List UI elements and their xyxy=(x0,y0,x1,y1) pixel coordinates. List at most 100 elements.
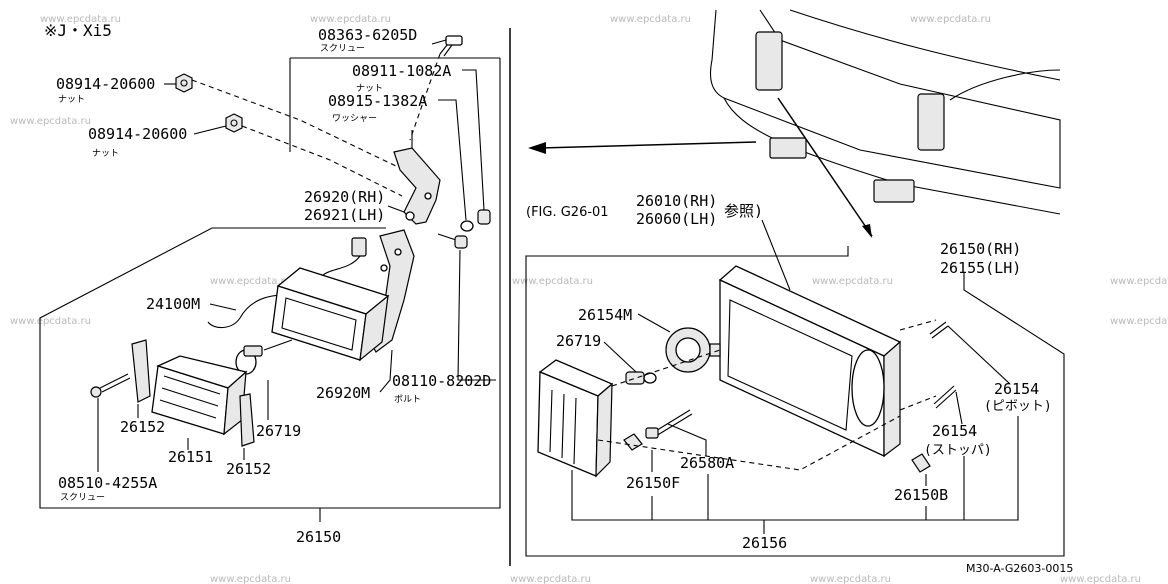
nut-right-icon xyxy=(477,209,491,225)
assembly-number: 26156 xyxy=(742,534,787,552)
bulb-small-icon xyxy=(625,371,657,385)
group-bracket xyxy=(571,416,1019,521)
assembly-path xyxy=(241,125,403,197)
assembly-path xyxy=(409,53,441,141)
bolt-icon xyxy=(437,233,468,249)
part-number: 08915-1382A xyxy=(328,92,427,110)
part-name: ワッシャー xyxy=(332,114,377,124)
part-number: 26152 xyxy=(120,418,165,436)
leader xyxy=(209,303,237,311)
fig-part-lh: 26060(LH) xyxy=(636,210,717,228)
leader xyxy=(193,125,227,135)
part-number: 08363-6205D xyxy=(318,26,417,44)
stopper-icon xyxy=(933,385,957,409)
screw-top-icon xyxy=(439,35,463,57)
headlamp-housing-icon xyxy=(718,265,902,458)
arrow-head-icon xyxy=(528,142,546,154)
part-number: 08510-4255A xyxy=(58,474,157,492)
upper-bracket-icon xyxy=(393,130,441,225)
leader xyxy=(431,39,447,45)
part-name: (ピボット) xyxy=(984,399,1052,414)
leader xyxy=(761,219,791,291)
part-number: 26719 xyxy=(256,422,301,440)
watermark: www.epcdata.ru xyxy=(10,316,91,327)
leader xyxy=(457,249,496,381)
watermark: www.epcdata.ru xyxy=(510,574,591,584)
part-name: (ストッパ) xyxy=(924,443,992,458)
part-number: 26580A xyxy=(680,454,734,472)
watermark: www.epcdata.ru xyxy=(310,14,391,25)
clip-b-icon xyxy=(911,453,931,473)
part-number: 26920(RH) xyxy=(304,188,385,206)
watermark: www.epcdata.ru xyxy=(210,276,291,287)
adjust-screw-icon xyxy=(645,409,693,439)
left-fog-lamp-assembly: 08363-6205D スクリュー 08914-20600 ナット 08914-… xyxy=(39,26,501,546)
variant-note: ※J・Xi5 xyxy=(44,21,112,40)
nut-upper-left-icon xyxy=(175,73,193,93)
fig-see-label: 参照) xyxy=(724,202,763,220)
part-number: 26152 xyxy=(226,460,271,478)
part-number: 26150F xyxy=(626,474,680,492)
footer-code: M30-A-G2603-0015 xyxy=(966,562,1073,575)
washer-icon xyxy=(460,220,474,232)
pivot-icon xyxy=(929,321,949,339)
left-assembly-frame xyxy=(39,58,501,509)
assembly-number: 26150 xyxy=(296,528,341,546)
assembly-path xyxy=(899,395,937,411)
part-name: ナット xyxy=(356,83,383,94)
leader xyxy=(438,99,467,221)
leader xyxy=(603,341,637,373)
fig-part-rh: 26010(RH) xyxy=(636,192,717,210)
fig-reference: (FIG. G26-01 xyxy=(526,205,609,220)
part-number: 26150B xyxy=(894,486,948,504)
nut-lower-left-icon xyxy=(225,113,243,133)
leader xyxy=(637,313,671,333)
lamp-lens-icon xyxy=(537,359,614,478)
assembly-path xyxy=(899,319,937,331)
unit-rh: 26150(RH) xyxy=(940,240,1021,258)
assembly-path xyxy=(191,79,401,169)
part-number: 08914-20600 xyxy=(88,125,187,143)
watermark: www.epcdata.ru xyxy=(1060,574,1141,584)
leader xyxy=(667,423,707,456)
watermark: www.epcdata.ru xyxy=(1110,316,1168,327)
lens-icon xyxy=(151,355,248,436)
watermark: www.epcdata.ru xyxy=(810,574,891,584)
leader xyxy=(462,69,485,211)
leader xyxy=(947,325,1011,385)
assembly-path xyxy=(611,349,721,387)
part-number: 08110-8202D xyxy=(392,372,491,390)
watermark: www.epcdata.ru xyxy=(10,116,91,127)
part-name: ナット xyxy=(58,94,85,105)
part-number: 26920M xyxy=(316,384,370,402)
part-number: 26719 xyxy=(556,332,601,350)
watermarks: www.epcdata.ru www.epcdata.ru www.epcdat… xyxy=(10,14,1168,584)
watermark: www.epcdata.ru xyxy=(210,574,291,584)
part-number: 08914-20600 xyxy=(56,75,155,93)
location-arrow xyxy=(777,97,873,237)
leader xyxy=(379,349,393,393)
part-number: 26154 xyxy=(932,422,977,440)
fog-lamp-housing-icon xyxy=(271,267,390,362)
part-name: ボルト xyxy=(394,394,421,405)
watermark: www.epcdata.ru xyxy=(40,14,121,25)
arrow-head-icon xyxy=(862,224,872,238)
cover-right-icon xyxy=(239,393,255,447)
watermark: www.epcdata.ru xyxy=(1110,276,1168,287)
part-number: 26921(LH) xyxy=(304,206,385,224)
leader xyxy=(955,391,963,425)
leader xyxy=(387,205,405,213)
watermark: www.epcdata.ru xyxy=(910,14,991,25)
assembly-path xyxy=(597,415,901,471)
cover-left-icon xyxy=(131,339,151,403)
vehicle-bumper-illustration xyxy=(709,9,1061,215)
right-assembly-frame xyxy=(525,246,1065,557)
watermark: www.epcdata.ru xyxy=(512,276,593,287)
clip-f-icon xyxy=(623,433,643,451)
unit-lh: 26155(LH) xyxy=(940,259,1021,277)
watermark: www.epcdata.ru xyxy=(610,14,691,25)
watermark: www.epcdata.ru xyxy=(812,276,893,287)
part-number: 26154 xyxy=(994,380,1039,398)
